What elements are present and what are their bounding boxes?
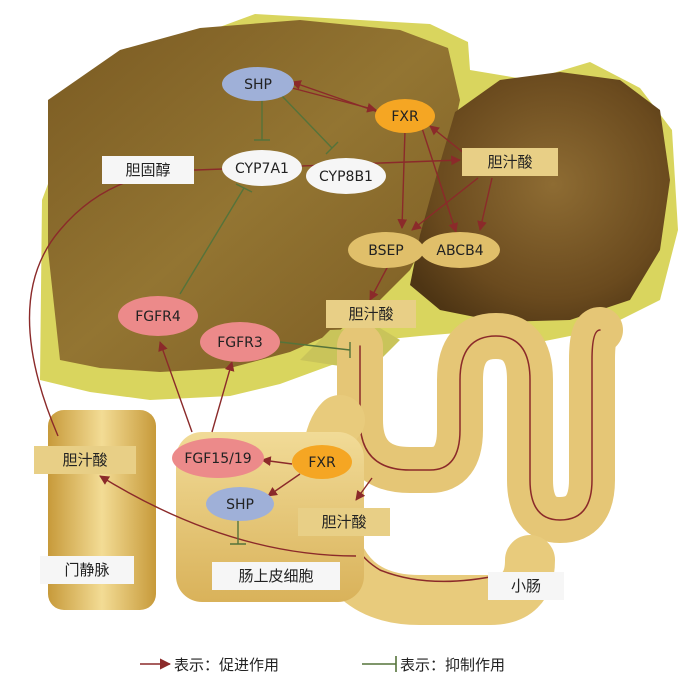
label-bile-acid-liver-text: 胆汁酸 (487, 153, 532, 171)
edge-fgfr4-inhibit-cyp7a1 (179, 183, 253, 295)
node-cyp8b1: CYP8B1 (306, 158, 386, 194)
node-fgfr3-label: FGFR3 (217, 335, 263, 351)
edge-shp-inhibit-cyp7a1 (254, 96, 270, 141)
node-cyp8b1-label: CYP8B1 (319, 169, 373, 185)
label-bile-acid-duct: 胆汁酸 (326, 300, 416, 328)
edge-bileacid-to-bsep (411, 177, 479, 231)
node-shp-liver: SHP (222, 67, 294, 101)
label-enterocyte: 肠上皮细胞 (212, 562, 340, 590)
legend-inhibit: 表示：抑制作用 (362, 656, 505, 674)
edge-fxr-to-fgf (261, 456, 293, 467)
node-abcb4-label: ABCB4 (436, 243, 483, 259)
label-cholesterol-text: 胆固醇 (125, 161, 170, 179)
node-fgfr3: FGFR3 (200, 322, 280, 362)
nodes: SHP FXR CYP7A1 CYP8B1 BSEP ABCB4 FGFR4 (118, 67, 500, 521)
edge-bsep-to-duct (369, 265, 389, 301)
node-abcb4: ABCB4 (420, 232, 500, 268)
label-cholesterol: 胆固醇 (102, 156, 194, 184)
node-fgf1519-label: FGF15/19 (184, 451, 251, 467)
legend-promote: 表示：促进作用 (140, 656, 279, 674)
node-fgfr4-label: FGFR4 (135, 309, 181, 325)
label-bile-acid-portal-text: 胆汁酸 (62, 451, 107, 469)
edge-fgfr3-inhibit-duct (279, 341, 351, 358)
edge-shp-gut-inhibit (230, 520, 246, 545)
node-bsep: BSEP (348, 232, 424, 268)
label-small-intestine: 小肠 (488, 572, 564, 600)
label-portal-vein: 门静脉 (40, 556, 134, 584)
node-shp-gut-label: SHP (226, 497, 254, 513)
node-bsep-label: BSEP (368, 243, 404, 259)
label-portal-vein-text: 门静脉 (64, 561, 109, 579)
label-bile-acid-gut-text: 胆汁酸 (321, 513, 366, 531)
node-cyp7a1-label: CYP7A1 (235, 161, 289, 177)
small-intestine (301, 307, 623, 625)
label-enterocyte-text: 肠上皮细胞 (238, 567, 313, 585)
node-shp-gut: SHP (206, 487, 274, 521)
edge-shp-inhibit-cyp8b1 (281, 95, 339, 155)
label-bile-acid-liver: 胆汁酸 (462, 148, 558, 176)
labels: 胆固醇 胆汁酸 胆汁酸 胆汁酸 胆汁酸 门静脉 肠上皮细胞 小肠 (34, 148, 564, 600)
edge-bileacid-to-abcb4 (477, 177, 493, 231)
node-fxr-gut: FXR (292, 445, 352, 479)
node-shp-liver-label: SHP (244, 77, 272, 93)
edge-fxr-to-bsep (397, 129, 408, 229)
edge-enterocyte-to-portal (99, 475, 357, 557)
edge-fxr-to-abcb4 (421, 127, 458, 233)
label-bile-acid-portal: 胆汁酸 (34, 446, 136, 474)
edge-fgf-to-fgfr3 (211, 361, 235, 433)
edge-gut-to-bileacid (355, 477, 373, 501)
liver-left-lobe (48, 20, 460, 372)
label-small-intestine-text: 小肠 (511, 577, 541, 595)
node-fxr-liver: FXR (375, 99, 435, 133)
legend-promote-text: 表示：促进作用 (174, 656, 279, 674)
node-cyp7a1: CYP7A1 (222, 150, 302, 186)
label-bile-acid-gut: 胆汁酸 (298, 508, 390, 536)
node-fgfr4: FGFR4 (118, 296, 198, 336)
edge-shp-to-fxr (291, 87, 377, 113)
node-fxr-liver-label: FXR (391, 109, 419, 125)
edge-fxr-to-shp-gut (267, 473, 301, 497)
edge-fgf-to-fgfr4 (158, 341, 193, 433)
node-fgf1519: FGF15/19 (172, 438, 264, 478)
legend: 表示：促进作用 表示：抑制作用 (140, 656, 505, 674)
legend-inhibit-text: 表示：抑制作用 (400, 656, 505, 674)
node-fxr-gut-label: FXR (308, 455, 336, 471)
label-bile-acid-duct-text: 胆汁酸 (348, 305, 393, 323)
